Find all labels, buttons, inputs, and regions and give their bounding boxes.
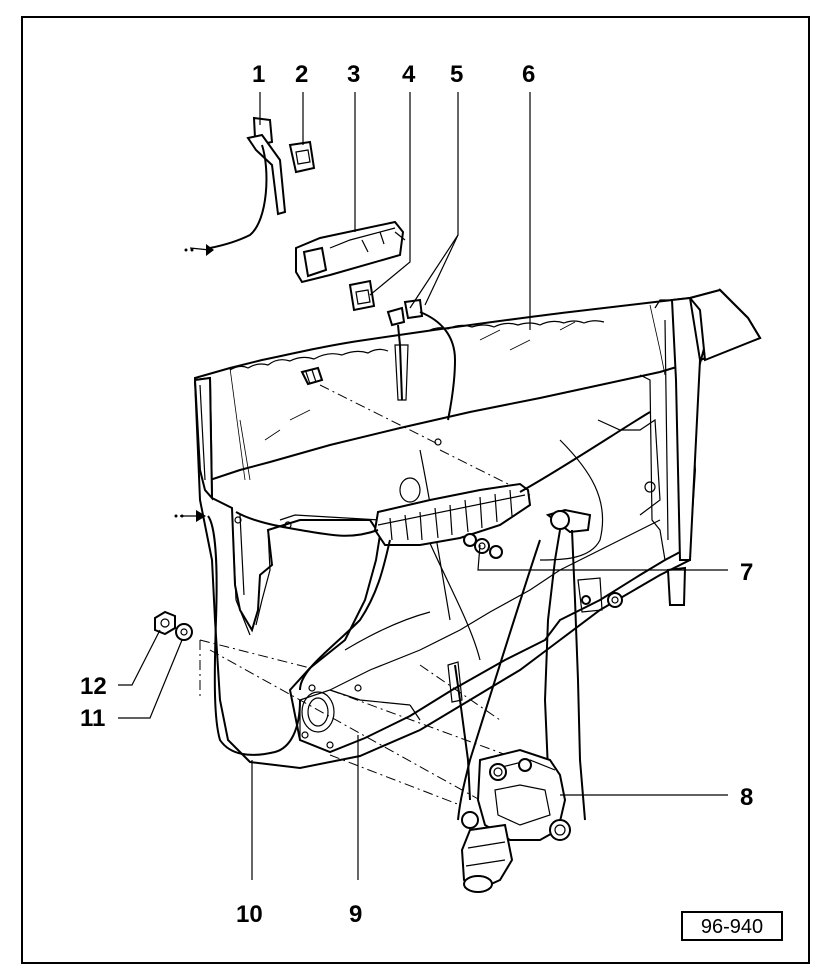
callout-6: 6	[522, 61, 535, 88]
window-glass	[193, 288, 762, 482]
plug-connector-cable	[386, 298, 457, 421]
callout-1: 1	[252, 61, 265, 88]
nut-and-washer	[154, 610, 193, 641]
lower-door-panel	[329, 689, 421, 721]
window-switch	[348, 279, 376, 312]
callout-12: 12	[80, 673, 107, 700]
mounting-screws	[300, 366, 324, 386]
callout-leader-lines	[118, 92, 728, 880]
window-regulator-motor	[460, 748, 571, 893]
callout-3: 3	[347, 61, 360, 88]
callout-11: 11	[80, 705, 105, 732]
callout-7: 7	[740, 559, 753, 586]
callout-9: 9	[349, 901, 362, 928]
callout-2: 2	[295, 61, 308, 88]
diagram-frame	[21, 16, 810, 964]
figure-reference-code: 96-940	[701, 916, 763, 938]
callout-8: 8	[740, 784, 753, 811]
door-inner-panel	[193, 288, 762, 770]
switch-insert	[288, 140, 316, 174]
lifter-mounting-bracket	[235, 411, 651, 559]
callout-4: 4	[402, 61, 416, 88]
wiring-harness	[174, 510, 391, 756]
callout-5: 5	[450, 61, 463, 88]
handle-housing	[295, 220, 406, 284]
callout-10: 10	[236, 901, 263, 928]
figure-reference-box: 96-940	[681, 911, 783, 941]
cable-connector	[184, 116, 287, 256]
